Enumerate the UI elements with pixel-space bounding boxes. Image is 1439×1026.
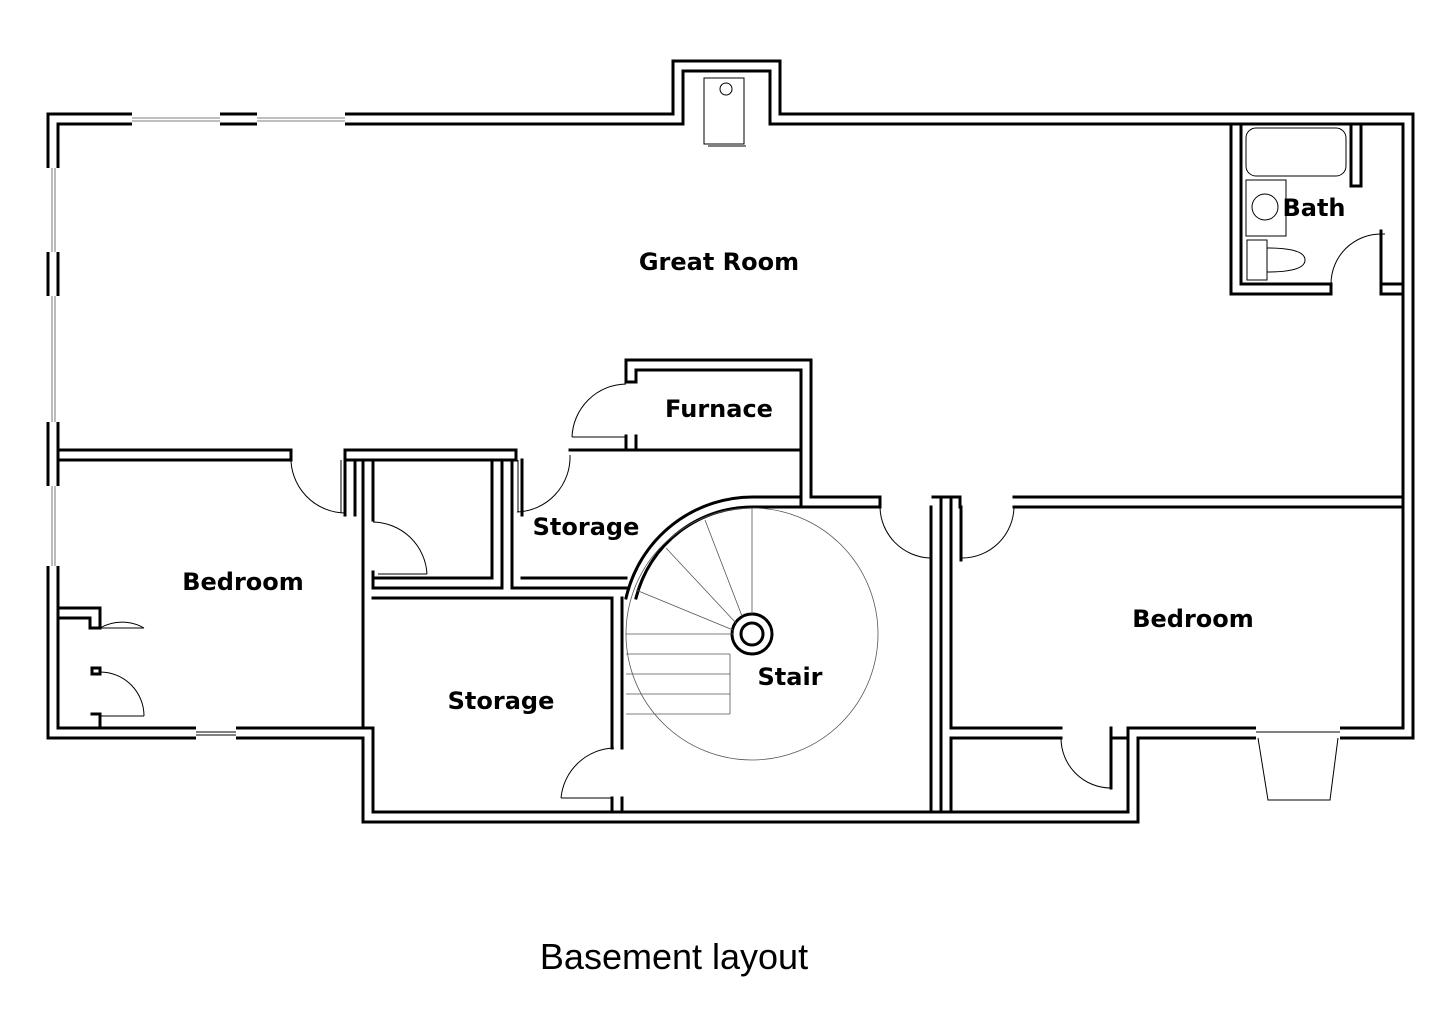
label-storage-lower: Storage	[448, 687, 555, 715]
window-top-left	[132, 112, 220, 126]
window-left-upper	[46, 168, 60, 252]
interior-walls	[56, 358, 1405, 814]
diagram-caption: Basement layout	[540, 936, 808, 977]
window-left-mid	[46, 296, 60, 422]
label-furnace: Furnace	[665, 395, 773, 423]
bath-walls	[1229, 122, 1405, 296]
window-top-right	[257, 112, 345, 126]
window-bottom-left	[196, 726, 236, 740]
chimney-unit	[703, 77, 746, 147]
label-bedroom-left: Bedroom	[182, 568, 304, 596]
spiral-stair	[625, 507, 879, 761]
door-swings	[99, 383, 1112, 799]
egress-window-well	[1256, 726, 1340, 801]
exterior-walls	[46, 59, 1415, 824]
label-bedroom-right: Bedroom	[1132, 605, 1254, 633]
label-storage-upper: Storage	[533, 513, 640, 541]
label-great-room: Great Room	[639, 248, 799, 276]
label-stair: Stair	[757, 663, 822, 691]
label-bath: Bath	[1282, 194, 1345, 222]
window-left-lower	[46, 486, 60, 566]
